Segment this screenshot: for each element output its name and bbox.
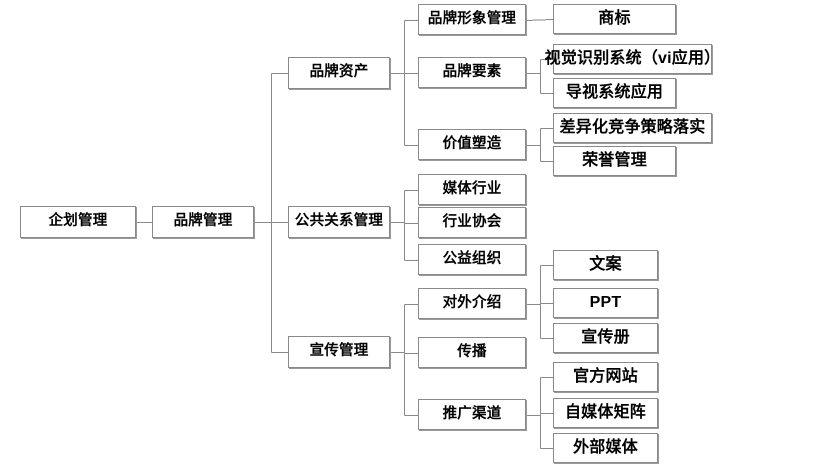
node-label: 价值塑造 [442,135,502,152]
node-label: 行业协会 [442,213,502,230]
node-label: 官方网站 [573,367,638,385]
node-label: 品牌管理 [173,213,233,230]
node-label: 宣传册 [581,328,630,346]
node-label: 品牌形象管理 [427,10,517,27]
node-label: 媒体行业 [442,180,502,197]
node-official-website[interactable]: 官方网站 [553,362,658,392]
node-label: 品牌要素 [442,63,502,80]
node-wayfinding-system[interactable]: 导视系统应用 [553,78,676,108]
node-label: 品牌资产 [309,64,369,81]
node-label: 自媒体矩阵 [564,403,646,421]
node-label: 差异化竞争策略落实 [559,118,706,136]
node-external-media[interactable]: 外部媒体 [553,433,658,463]
node-value-shaping[interactable]: 价值塑造 [418,129,526,160]
node-brand-elements[interactable]: 品牌要素 [418,57,526,88]
node-promotion-management[interactable]: 宣传管理 [288,336,390,368]
node-brand-management[interactable]: 品牌管理 [152,206,254,238]
node-root[interactable]: 企划管理 [20,206,136,238]
node-dissemination[interactable]: 传播 [418,337,526,368]
node-label: PPT [589,293,622,311]
node-label: 传播 [457,343,487,360]
node-self-media-matrix[interactable]: 自媒体矩阵 [553,398,658,428]
node-charity-organization[interactable]: 公益组织 [418,244,526,275]
node-label: 公共关系管理 [294,213,384,230]
node-ppt[interactable]: PPT [553,288,658,318]
node-label: 企划管理 [48,213,108,230]
node-label: 外部媒体 [573,438,638,456]
node-industry-association[interactable]: 行业协会 [418,207,526,238]
node-public-relations[interactable]: 公共关系管理 [288,206,390,238]
node-label: 导视系统应用 [565,83,664,101]
node-differentiation-strategy[interactable]: 差异化竞争策略落实 [553,113,712,143]
node-external-introduction[interactable]: 对外介绍 [418,288,526,319]
node-vi-system[interactable]: 视觉识别系统（vi应用） [545,44,720,74]
node-label: 文案 [589,255,622,273]
node-honor-management[interactable]: 荣誉管理 [553,146,676,176]
node-label: 公益组织 [442,250,502,267]
node-label: 宣传管理 [309,343,369,360]
node-brochure[interactable]: 宣传册 [553,323,658,353]
node-brand-image-management[interactable]: 品牌形象管理 [418,4,526,35]
node-brand-assets[interactable]: 品牌资产 [288,57,390,89]
node-promotion-channels[interactable]: 推广渠道 [418,399,526,430]
node-label: 商标 [598,9,631,27]
node-copywriting[interactable]: 文案 [553,250,658,280]
node-label: 荣誉管理 [582,151,647,169]
node-label: 推广渠道 [442,405,502,422]
node-trademark[interactable]: 商标 [553,4,676,34]
node-media-industry[interactable]: 媒体行业 [418,174,526,205]
node-label: 对外介绍 [442,294,502,311]
node-label: 视觉识别系统（vi应用） [544,49,721,67]
